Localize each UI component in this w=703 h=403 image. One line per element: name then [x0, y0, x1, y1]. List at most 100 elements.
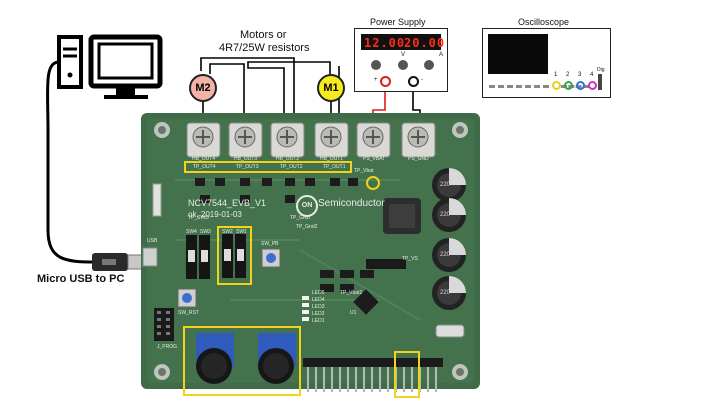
sw4-label: SW4	[186, 229, 197, 235]
led5-label: LED5	[312, 290, 325, 296]
terminal-screw-icon	[228, 122, 263, 158]
side-connector	[152, 183, 162, 217]
board-usb-connector	[142, 247, 158, 267]
on-logo-text: ON	[301, 202, 313, 209]
usb-silk-label: USB	[147, 238, 158, 244]
led2-label: LED2	[312, 311, 325, 317]
tp-out3-label: TP_OUT3	[236, 164, 259, 170]
cap2-label: 220	[440, 212, 451, 218]
terminal-blocks	[186, 122, 436, 158]
terminal-screw-icon	[314, 122, 349, 158]
led1-label: LED1	[312, 318, 325, 324]
mcu-chip	[353, 289, 379, 315]
power-supply-title: Power Supply	[370, 17, 426, 27]
tp-out1-label: TP_OUT1	[323, 164, 346, 170]
terminal-screw-icon	[356, 122, 391, 158]
tp-vbat-highlight	[366, 176, 380, 190]
pcb-board	[141, 113, 480, 389]
mini-usb-board	[435, 324, 465, 338]
psu-plus-terminal	[380, 76, 391, 87]
psu-current-readout: 20.00	[404, 36, 446, 50]
driver-chip	[366, 259, 406, 269]
psu-minus-terminal	[408, 76, 419, 87]
transistor-row	[195, 178, 358, 203]
prog-header	[154, 308, 174, 341]
tp-vbat-label: TP_Vbat	[354, 168, 374, 174]
tp-out4-label: TP_OUT4	[193, 164, 216, 170]
hb-out1-label: HB_OUT1	[320, 156, 344, 162]
terminal-screw-icon	[270, 122, 305, 158]
usb-to-pc-label: Micro USB to PC	[37, 273, 125, 285]
scope-ch4-input	[588, 81, 597, 90]
scope-ch1-input	[552, 81, 561, 90]
scope-ch1-label: 1	[554, 72, 558, 78]
cap3-label: 220	[440, 252, 451, 258]
usb-plug-icon	[92, 253, 144, 271]
psu-voltage-readout: 12.00	[364, 36, 406, 50]
scope-button-row-2	[561, 85, 589, 91]
potentiometer-right	[258, 333, 296, 384]
scope-ch2-label: 2	[566, 72, 570, 78]
led-column	[302, 296, 309, 321]
led4-label: LED4	[312, 297, 325, 303]
scope-dig-connector	[598, 74, 602, 90]
scope-ch3-label: 3	[578, 72, 582, 78]
board-brand: Semiconductor	[318, 198, 385, 209]
hb-out3-label: HB_OUT3	[234, 156, 258, 162]
board-name: NCV7544_EVB_V1	[188, 198, 267, 208]
scope-button-row	[489, 85, 549, 91]
hb-out2-label: HB_OUT2	[276, 156, 300, 162]
scope-dig-label: Dig	[597, 67, 605, 73]
on-logo: ON	[296, 195, 318, 217]
driver-ics	[320, 270, 374, 292]
psu-display: 12.00 20.00	[361, 34, 444, 50]
pin-highlight	[394, 351, 420, 398]
monitor-icon	[88, 34, 163, 99]
capacitors	[432, 168, 466, 310]
psu-v-label: V	[401, 52, 406, 58]
terminal-screw-icon	[401, 122, 436, 158]
u1-label: U1	[350, 310, 357, 316]
tp-out2-label: TP_OUT2	[280, 164, 303, 170]
tp-vs-label: TP_VS	[402, 256, 418, 262]
scope-ch4-label: 4	[590, 72, 594, 78]
ps-vbat-label: PS_VBAT	[363, 156, 386, 162]
knob-icon	[398, 60, 408, 70]
psu-minus-label: -	[421, 77, 423, 83]
ps-gnd-label: PS_GND	[408, 156, 429, 162]
sw1-label: SW1	[236, 229, 247, 235]
sw-rst-label: SW_RST	[178, 310, 199, 316]
hb-out4-label: HB_OUT4	[192, 156, 216, 162]
cap4-label: 220	[440, 290, 451, 296]
scope-ch2-input	[564, 81, 573, 90]
sw2-sw1-highlight	[217, 226, 252, 285]
oscilloscope-title: Oscilloscope	[518, 17, 570, 27]
knob-icon	[371, 60, 381, 70]
usb-cable	[46, 60, 96, 264]
m1-motor: M1	[317, 74, 345, 102]
tp-gnd2-label: TP_Gnd2	[296, 224, 318, 230]
tp-out-highlight	[184, 161, 352, 173]
potentiometer-left	[196, 333, 234, 384]
board-date: ok, 2019-01-03	[188, 210, 242, 219]
psu-plus-label: +	[374, 77, 378, 83]
led3-label: LED3	[312, 304, 325, 310]
power-supply: 12.00 20.00 V A + -	[354, 28, 448, 92]
scope-screen	[488, 34, 548, 74]
tp-gnd-label: TP_GND	[290, 215, 311, 221]
computer-tower-icon	[57, 35, 83, 89]
oscilloscope: 1 2 3 4 Dig	[482, 28, 611, 98]
m2-label: M2	[195, 82, 211, 94]
sw3-label: SW3	[200, 229, 211, 235]
motors-label-line1: Motors or	[240, 29, 287, 41]
psu-a-label: A	[439, 52, 444, 58]
sw-pb-label: SW_PB	[261, 241, 279, 247]
cap1-label: 220	[440, 182, 451, 188]
dip-switches	[186, 234, 246, 279]
tp-vbat2-label: TP_Vbat2	[340, 290, 363, 296]
knob-icon	[424, 60, 434, 70]
m1-label: M1	[323, 82, 339, 94]
tp-swd-label: TP_SWD	[188, 215, 209, 221]
pot-highlight	[183, 326, 301, 396]
